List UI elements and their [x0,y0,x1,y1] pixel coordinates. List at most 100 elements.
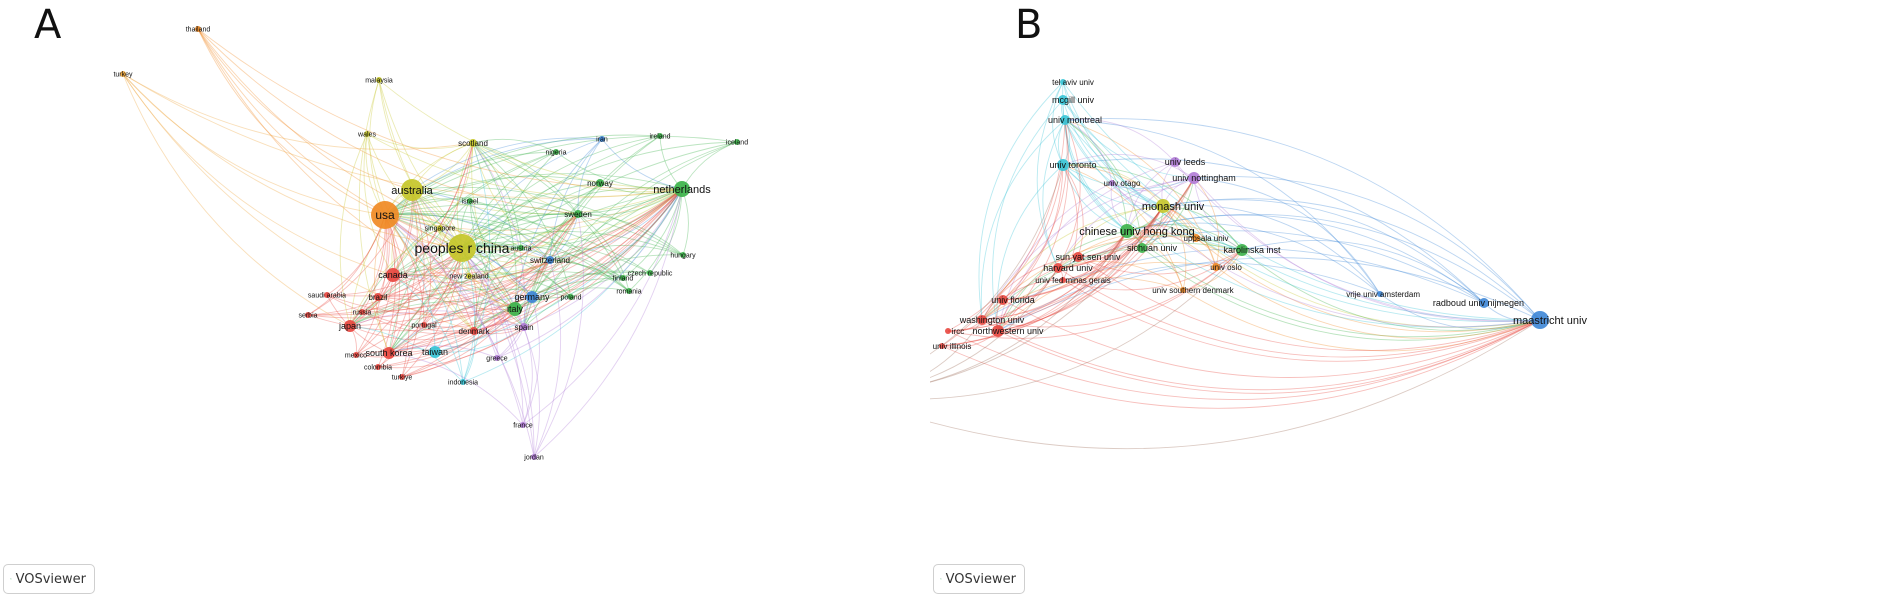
node-portugal[interactable] [421,322,427,328]
node-romania[interactable] [626,288,632,294]
node-germany[interactable] [526,291,538,303]
node-ircc[interactable] [945,328,951,334]
node-sweden[interactable] [574,210,582,218]
node-turkey[interactable] [120,71,126,77]
node-univ-montreal[interactable] [1060,115,1070,125]
node-new-zealand[interactable] [466,273,472,279]
link-line [523,188,683,328]
link-line [531,270,651,298]
node-turkiye[interactable] [399,374,405,380]
link-line [1193,177,1541,322]
link-line [122,73,386,216]
node-hungary[interactable] [680,252,686,258]
node-jordan[interactable] [531,454,537,460]
node-japan[interactable] [344,320,356,332]
node-label-spain: spain [514,323,533,332]
node-norway[interactable] [596,179,604,187]
node-karolinska-inst[interactable] [1236,244,1248,256]
link-line [388,259,551,354]
node-ireland[interactable] [657,133,663,139]
node-france[interactable] [520,422,526,428]
vosviewer-badge-a[interactable]: VOSviewer [3,564,95,594]
link-line [469,200,533,298]
link-line [1215,266,1541,339]
node-chinese-univ-hong-kong[interactable] [1120,224,1134,238]
vosviewer-badge-b[interactable]: VOSviewer [933,564,1025,594]
link-line [1062,99,1164,207]
node-radboud-univ-nijmegen[interactable] [1479,298,1489,308]
link-line [439,188,683,236]
link-line [577,213,684,256]
node-austria[interactable] [518,245,524,251]
node-australia[interactable] [401,179,423,201]
node-sichuan-univ[interactable] [1137,243,1147,253]
link-line [1064,119,1541,322]
node-scotland[interactable] [469,139,477,147]
node-poland[interactable] [568,294,574,300]
node-singapore[interactable] [437,225,443,231]
node-univ-illinois[interactable] [939,343,945,349]
node-label-russia: russia [353,309,372,316]
node-washington-univ[interactable] [977,315,987,325]
node-univ-oslo[interactable] [1212,263,1220,271]
node-saudi-arabia[interactable] [324,292,330,298]
node-south-korea[interactable] [383,347,395,359]
node-serbia[interactable] [305,312,311,318]
node-mexico[interactable] [353,352,359,358]
node-iceland[interactable] [734,139,740,145]
node-indonesia[interactable] [460,379,466,385]
node-denmark[interactable] [470,327,478,335]
node-univ-southern-denmark[interactable] [1180,287,1186,293]
link-line [461,244,624,279]
link-line [1062,81,1243,251]
node-taiwan[interactable] [429,346,441,358]
link-line [472,142,624,279]
node-harvard-univ[interactable] [1053,263,1063,273]
node-vrije-univ-amsterdam[interactable] [1377,291,1383,297]
node-nigeria[interactable] [553,149,559,155]
link-line [1064,119,1143,249]
link-line [1064,119,1128,232]
link-line [1182,289,1541,352]
node-uppsala-univ[interactable] [1192,234,1200,242]
link-line [981,205,1164,321]
node-tel-aviv-univ[interactable] [1060,79,1066,85]
node-wales[interactable] [364,131,370,137]
node-czech-republic[interactable] [647,270,653,276]
node-israel[interactable] [467,198,473,204]
node-iran[interactable] [599,136,605,142]
node-greece[interactable] [494,355,500,361]
node-italy[interactable] [508,302,522,316]
node-brazil[interactable] [374,293,382,301]
node-univ-otago[interactable] [1109,180,1115,186]
node-univ-florida[interactable] [998,295,1008,305]
node-monash-univ[interactable] [1156,199,1170,213]
node-switzerland[interactable] [546,256,554,264]
node-sun-yat-sen-univ[interactable] [1073,252,1083,262]
link-line [1111,177,1195,192]
node-spain[interactable] [520,323,528,331]
node-univ-toronto[interactable] [1057,159,1069,171]
node-canada[interactable] [386,268,400,282]
node-colombia[interactable] [375,364,381,370]
node-usa[interactable] [371,201,399,229]
link-line [197,28,579,215]
link-line [366,133,683,197]
node-northwestern-univ[interactable] [992,325,1004,337]
node-russia[interactable] [359,309,365,315]
link-line [997,182,1113,332]
node-thailand[interactable] [195,26,201,32]
node-finland[interactable] [620,275,626,281]
node-univ-fed-minas-gerais[interactable] [1060,277,1066,283]
node-peoples-r-china[interactable] [448,234,476,262]
node-label-colombia: colombia [364,364,392,371]
link-line [981,279,1064,321]
node-univ-nottingham[interactable] [1188,172,1200,184]
node-maastricht-univ[interactable] [1531,311,1549,329]
link-line [384,210,651,274]
node-mcgill-univ[interactable] [1058,95,1068,105]
node-malaysia[interactable] [376,77,382,83]
link-line [523,141,738,328]
node-netherlands[interactable] [674,181,690,197]
node-univ-leeds[interactable] [1170,157,1180,167]
